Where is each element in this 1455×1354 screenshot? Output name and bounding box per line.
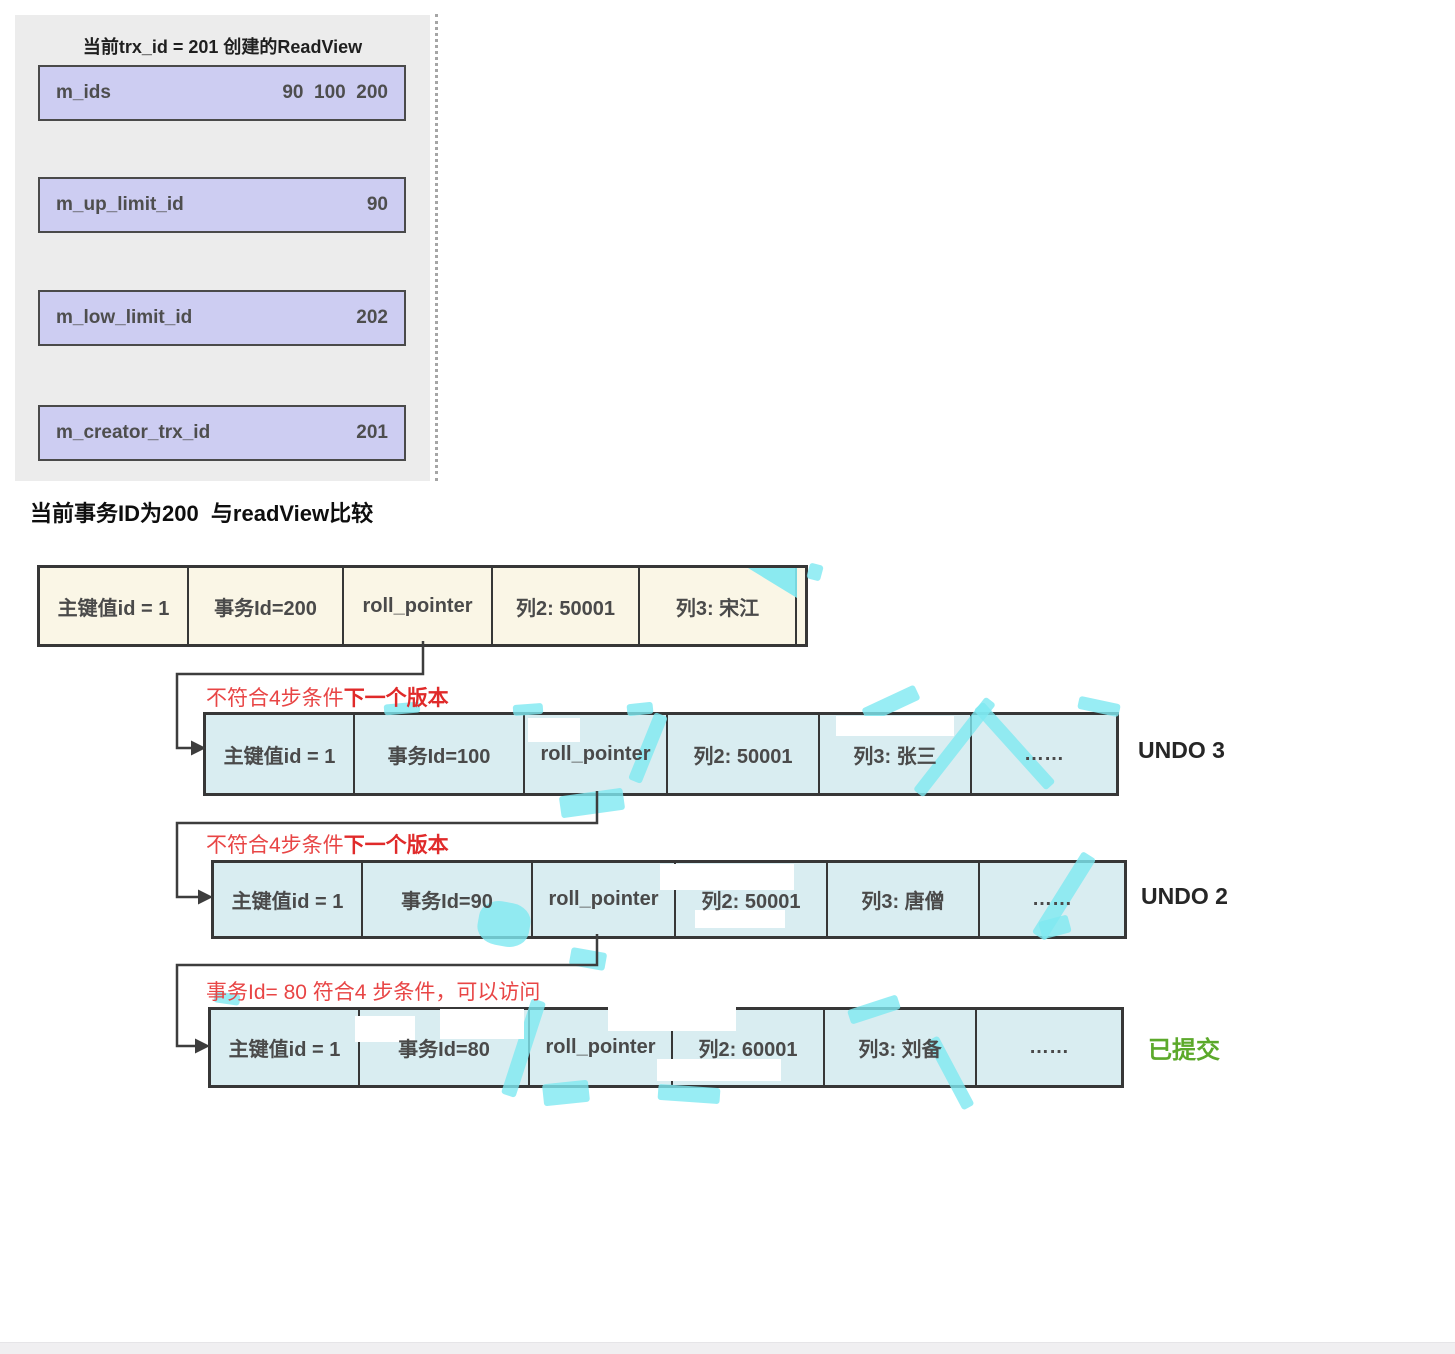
erase-patch	[836, 716, 954, 736]
field-m-low-limit-id: m_low_limit_id 202	[38, 290, 406, 346]
record-row-current: 主键值id = 1 事务Id=200 roll_pointer 列2: 5000…	[37, 565, 808, 647]
field-m-low-limit-id-value: 202	[356, 307, 388, 328]
field-m-creator-trx-id-value: 201	[356, 422, 388, 443]
cell-ellipsis: ……	[975, 1010, 1121, 1085]
field-m-creator-trx-id: m_creator_trx_id 201	[38, 405, 406, 461]
field-m-low-limit-id-label: m_low_limit_id	[56, 307, 193, 328]
field-m-ids: m_ids 90 100 200	[38, 65, 406, 121]
bottom-strip	[0, 1342, 1455, 1354]
cell-primary-key: 主键值id = 1	[214, 863, 361, 936]
readview-panel: 当前trx_id = 201 创建的ReadView m_ids 90 100 …	[15, 15, 430, 481]
erase-patch	[528, 718, 580, 742]
cell-roll-pointer: roll_pointer	[531, 863, 674, 936]
cell-col2: 列2: 50001	[666, 715, 818, 793]
cell-trx-id: 事务Id=100	[353, 715, 523, 793]
annotation-undo1: 事务Id= 80 符合4 步条件，可以访问	[206, 981, 541, 1004]
committed-label: 已提交	[1148, 1037, 1220, 1064]
cell-ellipsis: ……	[978, 863, 1124, 936]
cell-col3: 列3: 唐僧	[826, 863, 978, 936]
erase-patch	[660, 864, 794, 890]
watermark-smudge	[657, 1083, 721, 1105]
panel-dotted-edge	[435, 14, 438, 481]
cell-primary-key: 主键值id = 1	[206, 715, 353, 793]
field-m-up-limit-id-label: m_up_limit_id	[56, 194, 184, 215]
annotation-undo2: 不符合4步条件下一个版本	[206, 834, 449, 857]
undo2-label: UNDO 2	[1141, 883, 1228, 909]
erase-patch	[657, 1059, 781, 1081]
cell-col2: 列2: 50001	[491, 568, 638, 644]
cell-primary-key: 主键值id = 1	[211, 1010, 358, 1085]
watermark-smudge	[512, 702, 544, 717]
erase-patch	[695, 910, 785, 928]
field-m-ids-label: m_ids	[56, 82, 111, 103]
field-m-ids-value: 90 100 200	[282, 82, 388, 103]
cell-trx-id: 事务Id=200	[187, 568, 342, 644]
undo3-label: UNDO 3	[1138, 737, 1225, 763]
field-m-up-limit-id: m_up_limit_id 90	[38, 177, 406, 233]
comparison-heading: 当前事务ID为200 与readView比较	[30, 501, 374, 526]
watermark-smudge	[568, 947, 608, 971]
cell-roll-pointer: roll_pointer	[342, 568, 491, 644]
watermark-smudge	[806, 562, 824, 582]
cell-primary-key: 主键值id = 1	[40, 568, 187, 644]
cell-partial	[795, 568, 805, 644]
readview-panel-title: 当前trx_id = 201 创建的ReadView	[82, 37, 363, 57]
annotation-undo3: 不符合4步条件下一个版本	[206, 687, 449, 710]
watermark-smudge	[541, 1079, 591, 1107]
field-m-up-limit-id-value: 90	[366, 194, 388, 215]
erase-patch	[608, 1005, 736, 1031]
field-m-creator-trx-id-label: m_creator_trx_id	[56, 422, 211, 443]
